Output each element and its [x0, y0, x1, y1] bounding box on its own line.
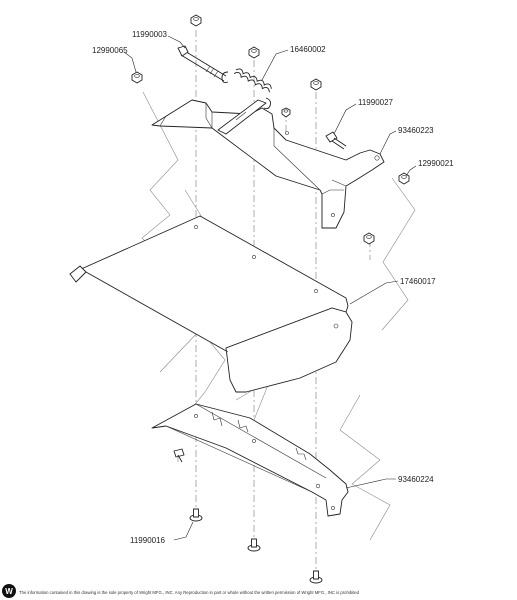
spring-part [221, 68, 272, 110]
callout-11990016: 11990016 [130, 536, 166, 545]
callout-93460223: 93460223 [398, 126, 434, 135]
hex-nut [248, 46, 260, 59]
spring-arm [217, 99, 267, 135]
long-bolt [177, 45, 227, 82]
callout-11990003: 11990003 [132, 30, 168, 39]
hex-nut [398, 172, 410, 185]
hex-nut [281, 107, 291, 118]
hex-nut [310, 78, 322, 91]
callout-12990021: 12990021 [418, 159, 454, 168]
top-bracket [151, 99, 385, 229]
callout-12990065: 12990065 [92, 46, 128, 55]
callout-17460017: 17460017 [400, 277, 436, 286]
carriage-bolt [309, 570, 323, 584]
hex-nut [190, 14, 202, 27]
carriage-bolt [173, 448, 185, 463]
footer-notice: The information contained in this drawin… [19, 590, 359, 595]
callout-labels: 11990003 16460002 12990065 11990027 9346… [92, 30, 454, 545]
logo-letter: W [5, 587, 13, 596]
short-bolt [325, 131, 347, 150]
deflector-plate [69, 215, 353, 393]
wright-logo-icon [2, 584, 16, 598]
carriage-bolt [189, 508, 203, 522]
hex-nut [131, 71, 143, 84]
leader-lines [123, 35, 417, 541]
hex-nut [363, 232, 375, 245]
footer: W The information contained in this draw… [2, 584, 359, 598]
callout-16460002: 16460002 [290, 45, 326, 54]
callout-11990027: 11990027 [358, 98, 394, 107]
callout-93460224: 93460224 [398, 475, 434, 484]
lower-bracket [151, 403, 349, 517]
carriage-bolt [247, 538, 261, 552]
